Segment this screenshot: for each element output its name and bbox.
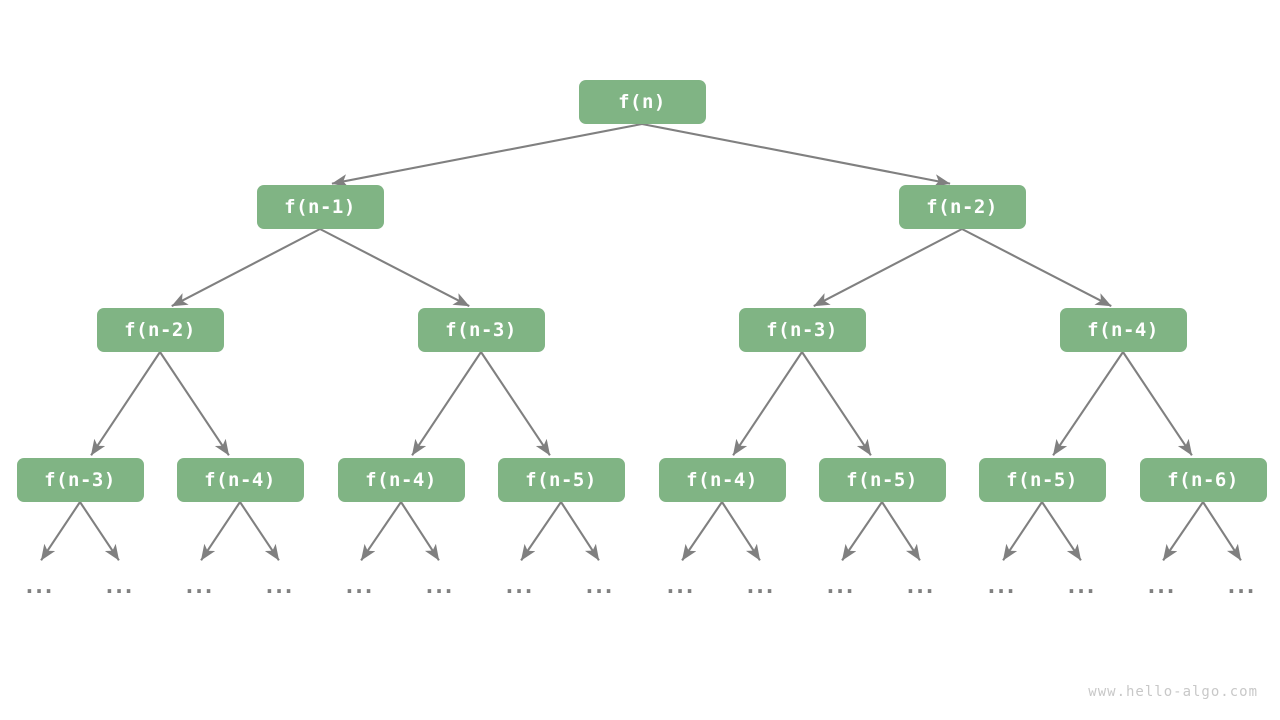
ellipsis-marker: ... [265, 574, 295, 598]
tree-node: f(n) [578, 80, 706, 124]
leaf-edge [79, 501, 120, 561]
tree-node: f(n-1) [256, 185, 384, 229]
tree-edge [801, 351, 872, 456]
leaf-edge [1202, 501, 1242, 561]
tree-node: f(n-3) [16, 458, 144, 502]
tree-edge [732, 351, 803, 456]
leaf-edge [681, 501, 723, 561]
ellipsis-marker: ... [746, 574, 776, 598]
tree-node: f(n-5) [978, 458, 1106, 502]
ellipsis-marker: ... [105, 574, 135, 598]
tree-node: f(n-4) [337, 458, 465, 502]
tree-edge [331, 122, 643, 188]
ellipsis-marker: ... [1147, 574, 1177, 598]
watermark: www.hello-algo.com [1088, 684, 1258, 700]
tree-node: f(n-5) [497, 458, 625, 502]
ellipsis-marker: ... [505, 574, 535, 598]
leaf-edge [200, 501, 241, 561]
tree-edge [813, 228, 963, 308]
tree-edge [159, 351, 230, 456]
ellipsis-marker: ... [345, 574, 375, 598]
ellipsis-marker: ... [666, 574, 696, 598]
tree-edge [1052, 351, 1124, 456]
ellipsis-marker: ... [1067, 574, 1097, 598]
ellipsis-marker: ... [185, 574, 215, 598]
tree-node: f(n-2) [96, 308, 224, 352]
leaf-edge [881, 501, 921, 561]
leaf-edge [520, 501, 562, 561]
tree-node: f(n-2) [898, 185, 1026, 229]
ellipsis-marker: ... [987, 574, 1017, 598]
tree-edge [641, 122, 951, 188]
tree-node: f(n-4) [176, 458, 304, 502]
tree-edge [90, 351, 161, 456]
tree-edge [961, 228, 1112, 308]
ellipsis-marker: ... [1227, 574, 1257, 598]
tree-edge [1122, 351, 1193, 456]
tree-edge [480, 351, 551, 456]
tree-node: f(n-4) [1059, 308, 1187, 352]
tree-node: f(n-3) [417, 308, 545, 352]
ellipsis-marker: ... [826, 574, 856, 598]
tree-node: f(n-3) [738, 308, 866, 352]
tree-edge [411, 351, 482, 456]
tree-node: f(n-5) [818, 458, 946, 502]
tree-edge [171, 228, 321, 308]
leaf-edge [721, 501, 761, 561]
leaf-edge [1162, 501, 1204, 561]
ellipsis-marker: ... [25, 574, 55, 598]
leaf-edge [40, 501, 81, 561]
tree-node: f(n-6) [1139, 458, 1267, 502]
leaf-edge [560, 501, 600, 561]
leaf-edge [1041, 501, 1082, 561]
tree-node: f(n-4) [658, 458, 786, 502]
leaf-edge [360, 501, 402, 561]
leaf-edge [1002, 501, 1043, 561]
ellipsis-marker: ... [585, 574, 615, 598]
ellipsis-marker: ... [425, 574, 455, 598]
leaf-edge [239, 501, 280, 561]
ellipsis-marker: ... [906, 574, 936, 598]
leaf-edge [400, 501, 440, 561]
leaf-edge [841, 501, 883, 561]
tree-edge [319, 228, 470, 308]
